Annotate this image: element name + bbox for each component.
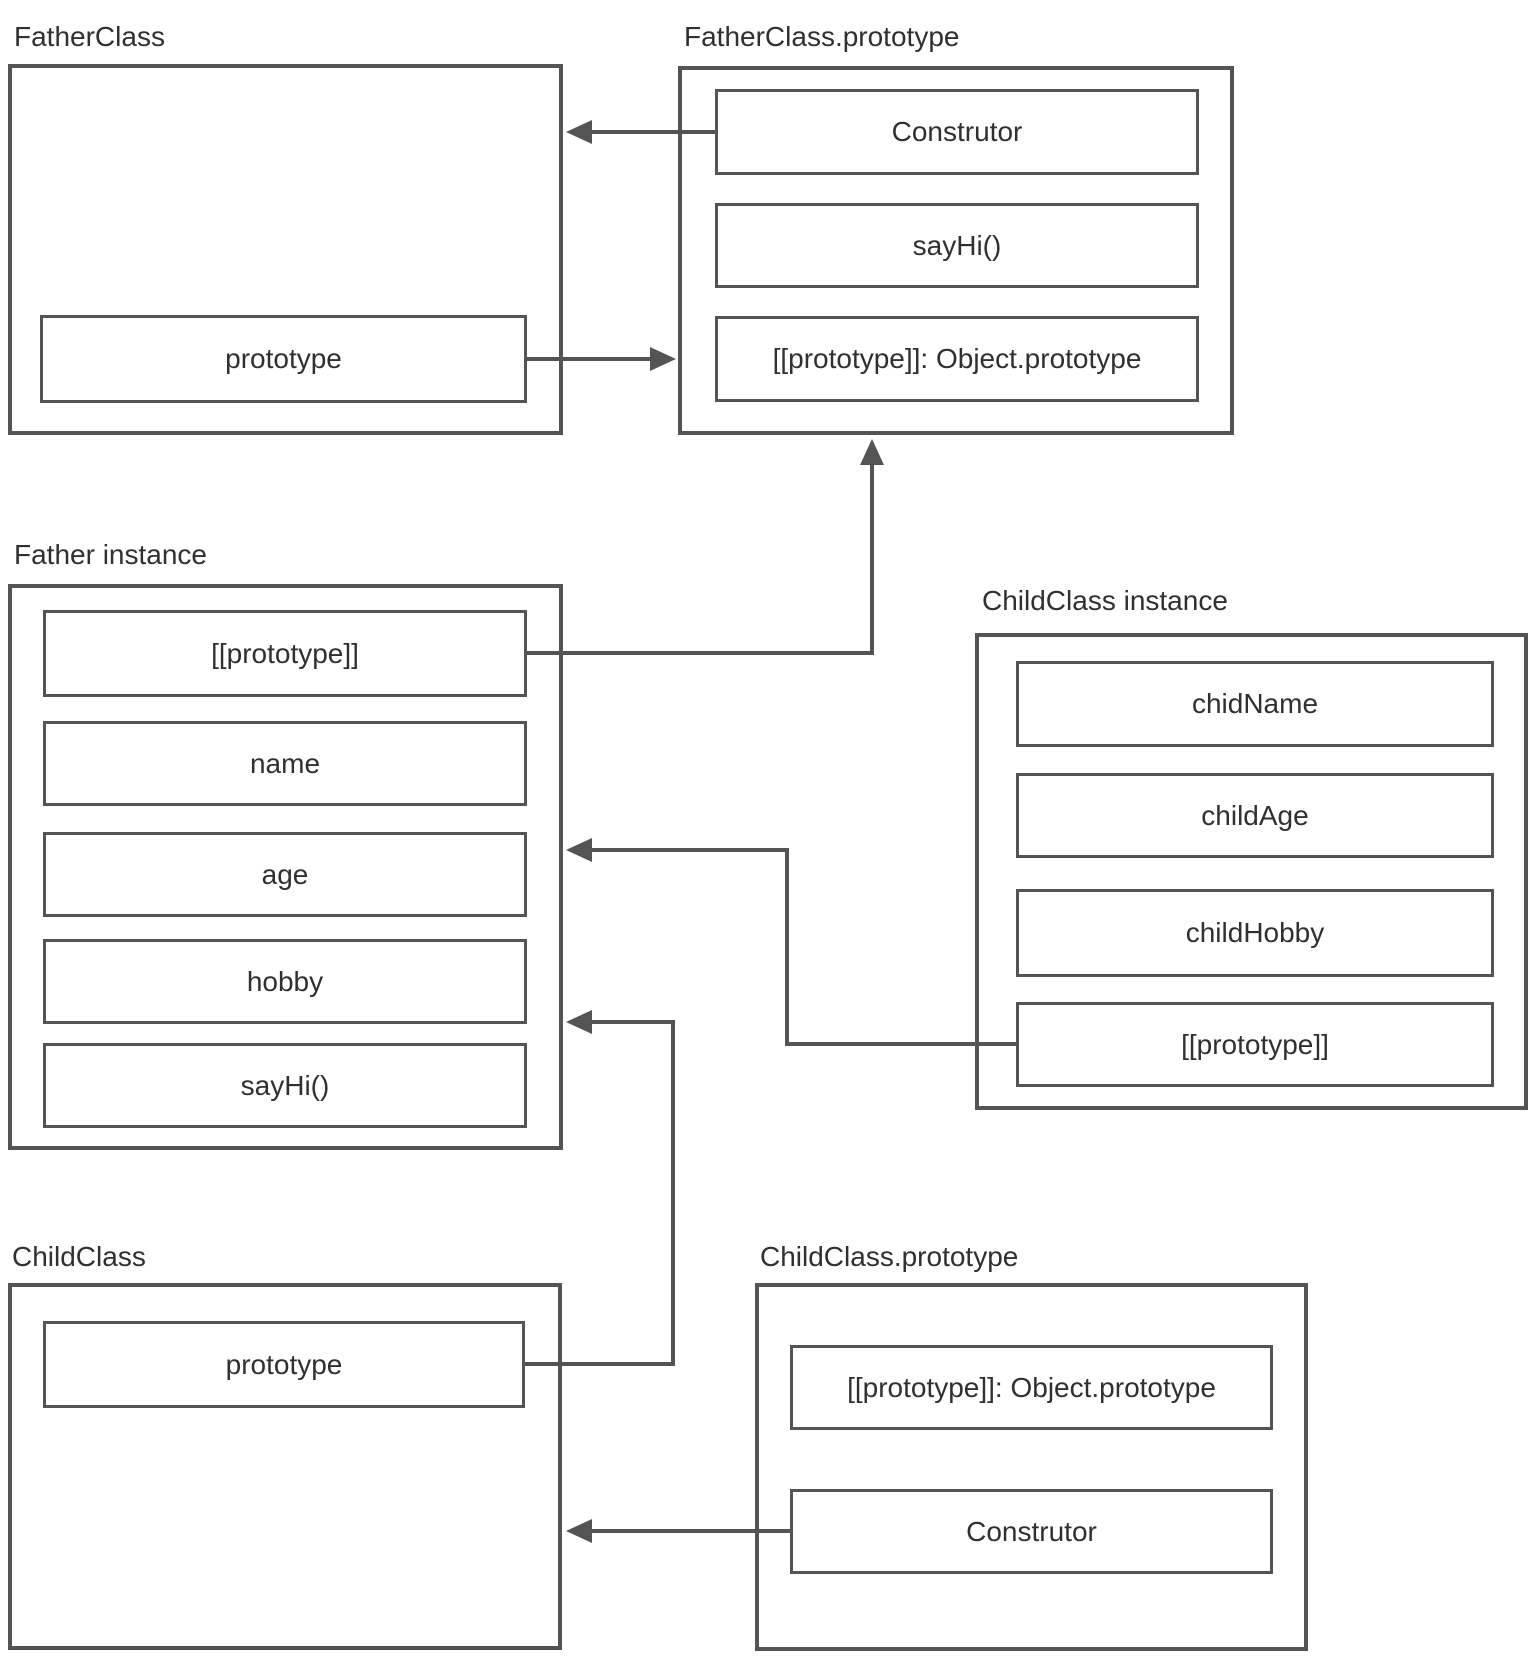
childclass-instance-cell-chidname: chidName (1016, 661, 1494, 747)
father-instance-label: Father instance (14, 539, 207, 570)
fatherclass-prototype-cell-construtor: Construtor (715, 89, 1199, 175)
father-instance-box (8, 584, 563, 1150)
arrowhead-left-icon (566, 1010, 592, 1034)
father-instance-cell-proto: [[prototype]] (43, 610, 527, 697)
arrowhead-left-icon (566, 1519, 592, 1543)
father-instance-cell-age: age (43, 832, 527, 917)
childclass-instance-cell-childhobby: childHobby (1016, 889, 1494, 977)
childclass-prototype-label: ChildClass.prototype (760, 1241, 1019, 1272)
childclass-prototype-box (755, 1283, 1308, 1651)
childclass-box (8, 1283, 562, 1650)
fatherclass-prototype-cell-sayhi: sayHi() (715, 203, 1199, 288)
childclass-prototype-cell-proto: [[prototype]]: Object.prototype (790, 1345, 1273, 1430)
childclass-instance-cell-proto: [[prototype]] (1016, 1002, 1494, 1087)
fatherclass-prototype-cell-proto: [[prototype]]: Object.prototype (715, 316, 1199, 402)
fatherclass-prototype-box (678, 66, 1234, 435)
fatherclass-cell-prototype: prototype (40, 315, 527, 403)
childclass-instance-label: ChildClass instance (982, 585, 1228, 616)
fatherclass-box (8, 64, 563, 435)
arrowhead-left-icon (566, 120, 592, 144)
arrowhead-up-icon (860, 439, 884, 465)
childclass-cell-prototype: prototype (43, 1321, 525, 1408)
arrowhead-left-icon (566, 838, 592, 862)
father-instance-cell-name: name (43, 721, 527, 806)
fatherclass-label: FatherClass (14, 21, 165, 52)
childclass-prototype-cell-construtor: Construtor (790, 1489, 1273, 1574)
childclass-instance-cell-childage: childAge (1016, 773, 1494, 858)
childclass-label: ChildClass (12, 1241, 146, 1272)
arrow-father-instance-proto-to-fatherclass-prototype (527, 439, 884, 655)
father-instance-cell-sayhi: sayHi() (43, 1043, 527, 1128)
fatherclass-prototype-label: FatherClass.prototype (684, 21, 960, 52)
arrowhead-right-icon (650, 347, 676, 371)
arrow-child-instance-proto-to-father-instance (566, 838, 1016, 1046)
father-instance-cell-hobby: hobby (43, 939, 527, 1024)
